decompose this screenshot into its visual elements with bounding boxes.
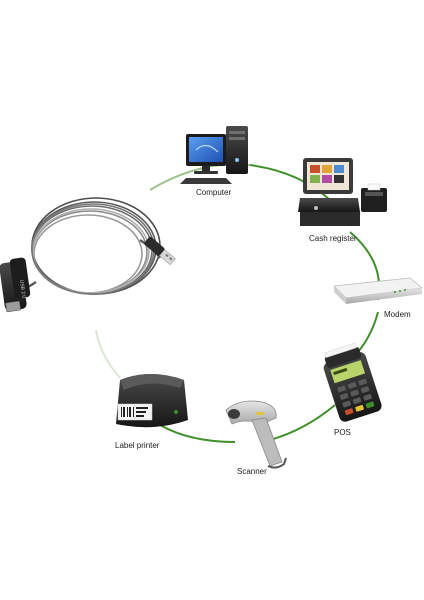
barcode-scanner-icon (225, 400, 287, 469)
connection-arc-pos-scanner (269, 404, 336, 441)
label-printer-icon (116, 374, 188, 428)
label-modem: Modem (384, 310, 411, 319)
connection-arc-fade (95, 329, 121, 379)
connection-arc-computer-register (249, 164, 331, 201)
modem-icon (333, 277, 423, 304)
desktop-computer-icon (180, 126, 248, 184)
label-computer: Computer (196, 188, 232, 197)
cash-register-icon (298, 158, 387, 226)
pos-terminal-icon (323, 342, 382, 422)
connection-arc-scanner-printer (159, 424, 236, 443)
label-pos: POS (334, 428, 351, 437)
cable-port-text: USB 2.0 (18, 279, 27, 298)
label-scanner: Scanner (237, 467, 267, 476)
usb-extension-cable-icon: USB 2.0 (0, 197, 176, 313)
connection-arc-modem-pos (357, 311, 379, 353)
label-cash-register: Cash register (309, 234, 357, 243)
label-label-printer: Label printer (115, 441, 160, 450)
